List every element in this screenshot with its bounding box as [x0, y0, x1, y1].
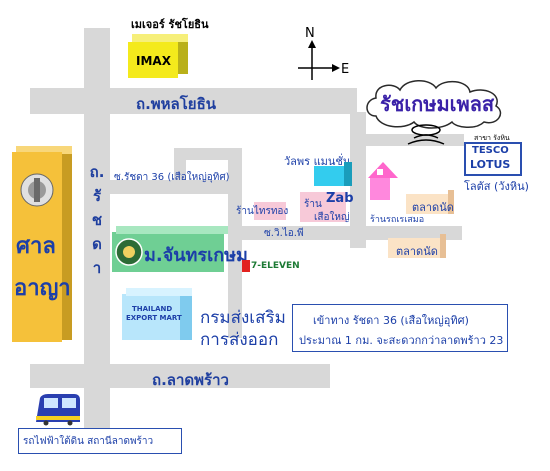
court-label-2: อาญา: [14, 276, 71, 301]
mansion-box-side: [344, 162, 352, 186]
signal-icon: [407, 124, 445, 145]
cloud-shape: [366, 80, 502, 129]
road-ladprao-label: ถ.ลาดพร้าว: [152, 371, 229, 389]
tesco-logo-top: TESCO: [472, 145, 509, 156]
house-icon-body: [370, 176, 390, 200]
chan-kasem-emblem-icon: [115, 238, 143, 266]
export-mart-building-top: [126, 288, 192, 296]
zab-label: Zab: [326, 191, 354, 206]
road-ratchada-label: ถ.รัชดา: [89, 163, 105, 277]
compass-east: E: [341, 62, 350, 77]
market-box-1-side: [448, 190, 454, 214]
rod-shop-label: ร้านรถเรเสมอ: [370, 215, 425, 225]
seven-eleven-label: 7-ELEVEN: [251, 261, 300, 271]
road-vip-label: ซ.วิ.ไอ.พี: [264, 228, 304, 239]
subway-box: รถไฟฟ้าใต้ดิน สถานีลาดพร้าว: [18, 428, 182, 454]
imax-box-top: [132, 34, 188, 42]
compass-icon: [298, 40, 340, 80]
export-mart-label-1: THAILAND: [132, 305, 173, 313]
court-emblem-icon: [20, 173, 54, 207]
major-label: เมเจอร์ รัชโยธิน: [131, 18, 209, 31]
market-label-1: ตลาดนัด: [412, 201, 454, 214]
direction-note-line1: เข้าทาง รัชดา 36 (เสือใหญ่อุทิศ): [313, 314, 469, 327]
court-label-1: ศาล: [16, 234, 56, 259]
imax-box-side: [178, 40, 188, 74]
dept-label-1: กรมส่งเสริม: [200, 308, 286, 328]
seven-eleven-icon: [242, 260, 250, 272]
market-box-2: [388, 238, 440, 258]
tesco-caption: โลตัส (วังหิน): [464, 180, 529, 193]
tesco-branch-small: สาขา รังหิน: [474, 134, 510, 142]
chan-kasem-label: ม.จันทรเกษม: [144, 245, 248, 266]
road-soi36-branch: [174, 148, 186, 188]
train-icon: [36, 394, 80, 426]
road-soi36-vertical: [228, 148, 242, 338]
subway-label: รถไฟฟ้าใต้ดิน สถานีลาดพร้าว: [23, 436, 154, 447]
zab-box: [300, 192, 346, 222]
imax-box: [128, 42, 178, 78]
export-mart-building: [122, 294, 180, 340]
ratchakasem-place-label: รัชเกษมเพลส: [380, 92, 495, 116]
court-building-side: [60, 150, 72, 340]
mansion-box: [314, 166, 344, 186]
thaithong-box: [254, 202, 286, 220]
thaithong-label: ร้านไทรทอง: [236, 206, 289, 217]
road-ladprao: [30, 364, 330, 388]
road-soi36-label: ซ.รัชดา 36 (เสือใหญ่อุทิศ): [114, 172, 230, 183]
house-icon: [368, 162, 398, 178]
direction-note: เข้าทาง รัชดา 36 (เสือใหญ่อุทิศ) ประมาณ …: [292, 304, 508, 352]
export-mart-label-2: EXPORT MART: [126, 314, 182, 322]
zab-prefix: ร้าน: [304, 199, 322, 210]
export-mart-building-side: [180, 288, 192, 340]
tesco-logo-bottom: LOTUS: [470, 158, 511, 171]
zab-sub: เสือใหญ่: [314, 212, 350, 223]
market-label-2: ตลาดนัด: [396, 245, 438, 258]
road-soi36: [110, 180, 228, 194]
mansion-label: วัลพร แมนชั่น: [284, 155, 351, 168]
chan-kasem-box-top: [116, 226, 228, 234]
road-right-vertical: [350, 112, 366, 248]
court-building-top: [16, 146, 72, 154]
compass-north: N: [305, 26, 315, 41]
direction-note-line2: ประมาณ 1 กม. จะสะดวกกว่าลาดพร้าว 23: [299, 334, 504, 347]
dept-label-2: การส่งออก: [200, 330, 279, 350]
road-soi36-top: [174, 148, 228, 160]
market-box-2-side: [440, 234, 446, 258]
tesco-logo: TESCO LOTUS: [464, 142, 522, 176]
imax-label: IMAX: [136, 54, 171, 68]
market-box-1: [406, 194, 448, 214]
road-phahonyothin-label: ถ.พหลโยธิน: [136, 95, 217, 113]
